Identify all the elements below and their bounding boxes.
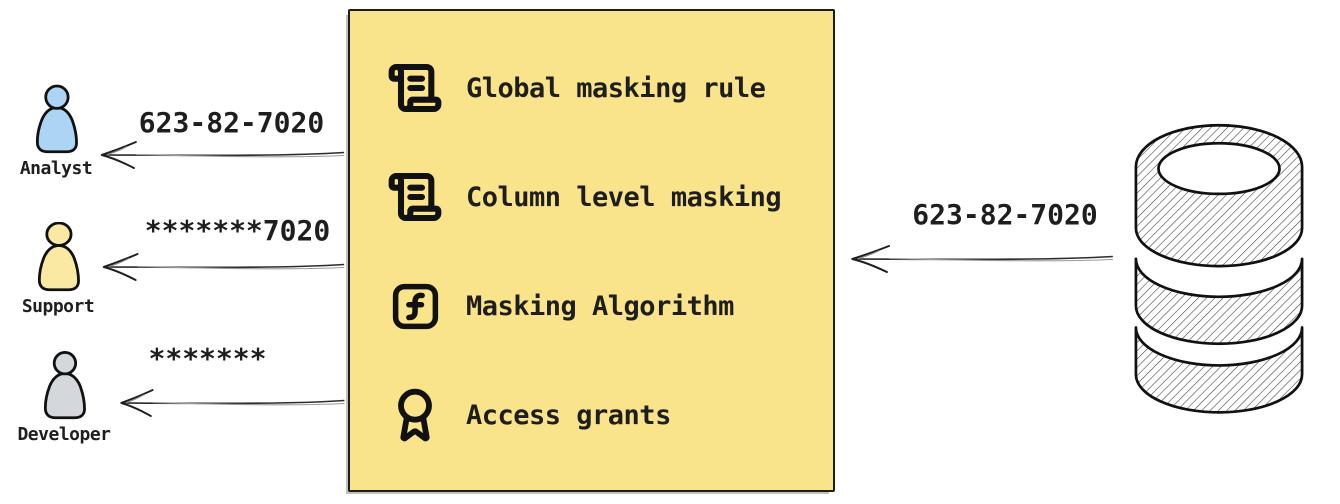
person-icon xyxy=(43,351,86,420)
scroll-icon xyxy=(384,59,446,117)
masking-item-label: Masking Algorithm xyxy=(466,290,734,322)
masking-item-label: Column level masking xyxy=(466,181,782,213)
persona-label: Developer xyxy=(17,424,111,445)
masked-value-analyst: 623-82-7020 xyxy=(138,106,325,139)
person-icon xyxy=(37,222,80,292)
flow-to-analyst: 623-82-7020 xyxy=(95,108,348,170)
source-value: 623-82-7020 xyxy=(912,198,1098,231)
persona-developer: Developer xyxy=(8,350,120,445)
masking-item-label: Global masking rule xyxy=(466,72,766,104)
function-square-icon xyxy=(384,277,446,335)
award-icon xyxy=(384,386,446,444)
database-icon xyxy=(1126,118,1312,420)
flow-to-developer: ******* xyxy=(115,344,348,418)
scroll-icon xyxy=(384,168,446,226)
arrow-left-icon xyxy=(851,244,1114,274)
flow-to-support: *******7020 xyxy=(97,216,348,282)
masking-box: Global masking rule Column level masking… xyxy=(348,9,835,492)
masking-item-global-rule: Global masking rule xyxy=(384,59,833,117)
masking-item-algorithm: Masking Algorithm xyxy=(384,277,833,335)
masking-item-access-grants: Access grants xyxy=(384,386,833,444)
masking-item-label: Access grants xyxy=(466,399,671,431)
masked-value-support: *******7020 xyxy=(144,214,331,247)
person-icon xyxy=(35,84,78,154)
arrow-left-icon xyxy=(100,141,346,169)
persona-label: Support xyxy=(21,296,95,317)
persona-analyst: Analyst xyxy=(0,84,112,179)
masked-value-developer: ******* xyxy=(148,342,267,375)
masking-item-column-level: Column level masking xyxy=(384,168,833,226)
arrow-left-icon xyxy=(120,389,346,417)
flow-from-database: 623-82-7020 xyxy=(845,200,1117,274)
persona-support: Support xyxy=(2,222,114,317)
persona-label: Analyst xyxy=(19,158,93,179)
arrow-left-icon xyxy=(102,253,346,281)
